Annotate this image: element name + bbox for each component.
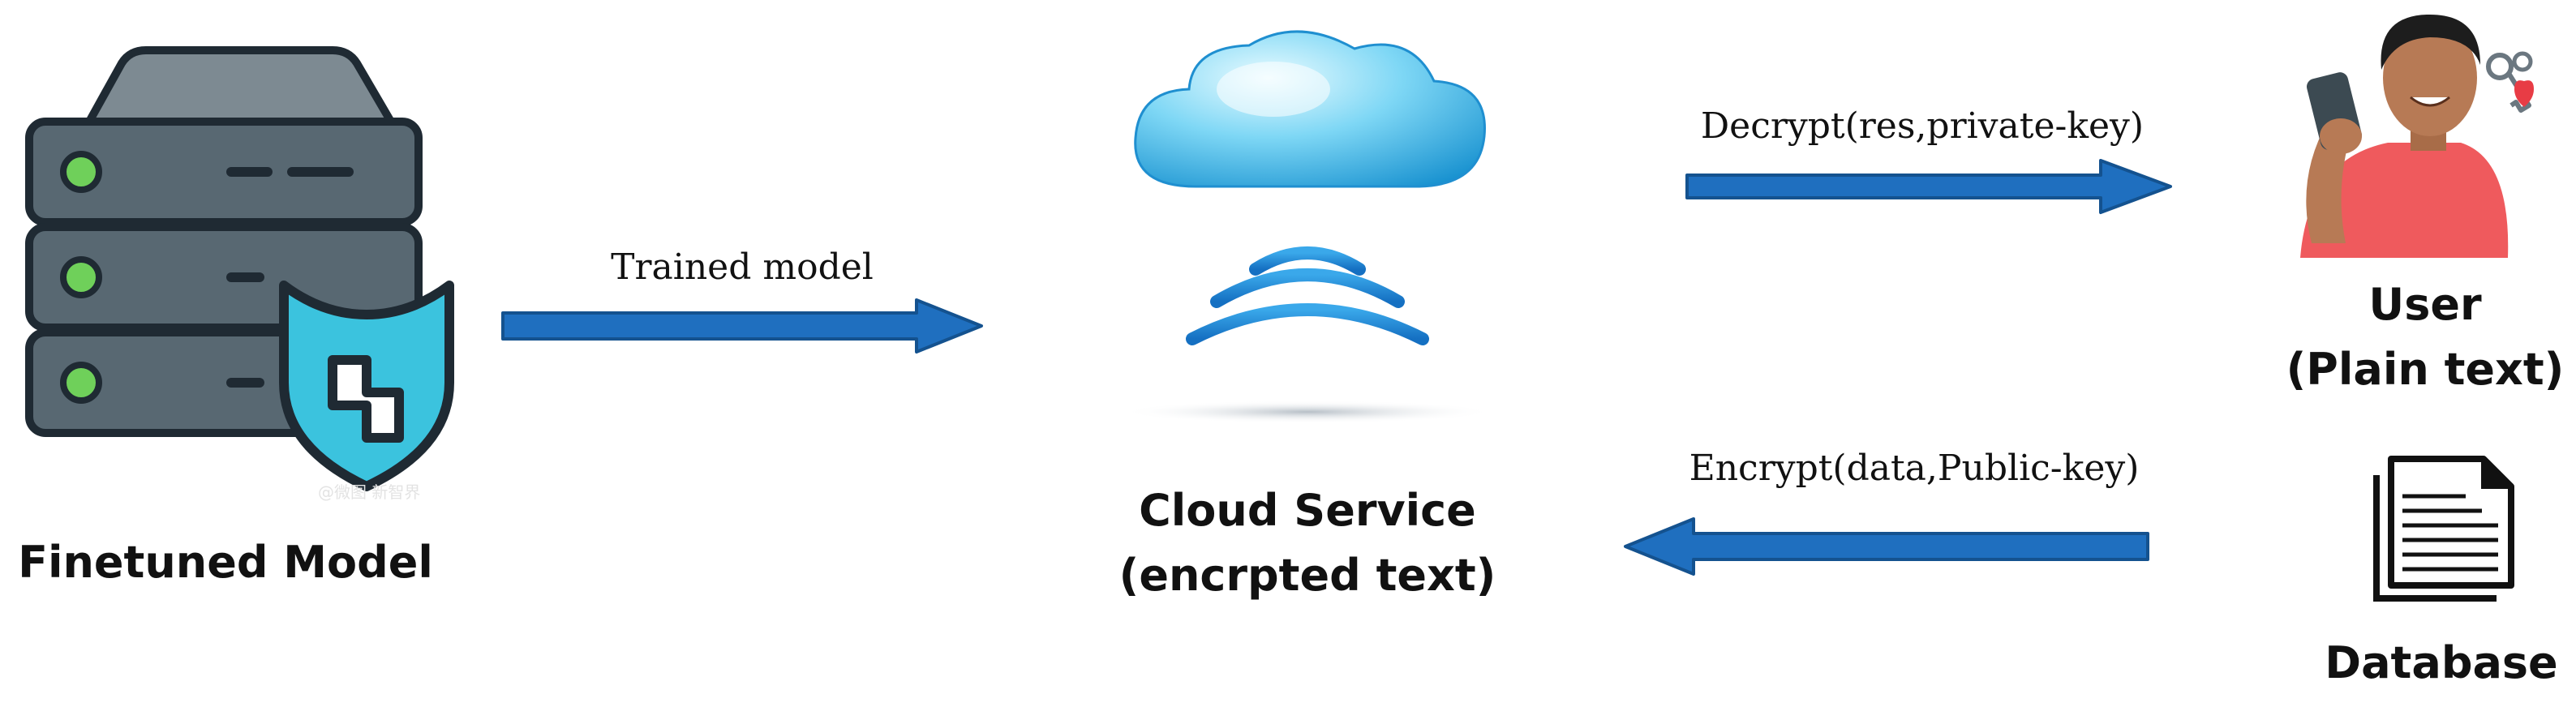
database-label: Database (2325, 637, 2557, 688)
keys-icon (2486, 51, 2534, 113)
cloud-service-label: Cloud Service (1139, 485, 1476, 536)
decrypt-arrow (1685, 159, 2172, 214)
shield-icon (279, 281, 454, 491)
encrypt-label: Encrypt(data,Public-key) (1689, 448, 2140, 489)
cloud-shadow (1121, 401, 1494, 423)
watermark: @微图 新智界 (318, 482, 420, 502)
server-icon: @微图 新智界 (25, 46, 454, 502)
cloud-icon (1134, 30, 1486, 188)
trained-model-arrow (501, 298, 983, 354)
cloud-service-sublabel: (encrpted text) (1119, 550, 1496, 601)
decrypt-label: Decrypt(res,private-key) (1701, 105, 2144, 147)
encrypt-arrow (1624, 517, 2149, 576)
trained-model-label: Trained model (611, 246, 874, 288)
finetuned-model-label: Finetuned Model (18, 537, 433, 588)
document-icon (2373, 456, 2514, 602)
user-sublabel: (Plain text) (2286, 344, 2565, 395)
user-icon (2300, 14, 2534, 258)
wifi-signal-icon (1186, 246, 1429, 345)
user-label: User (2368, 279, 2482, 330)
